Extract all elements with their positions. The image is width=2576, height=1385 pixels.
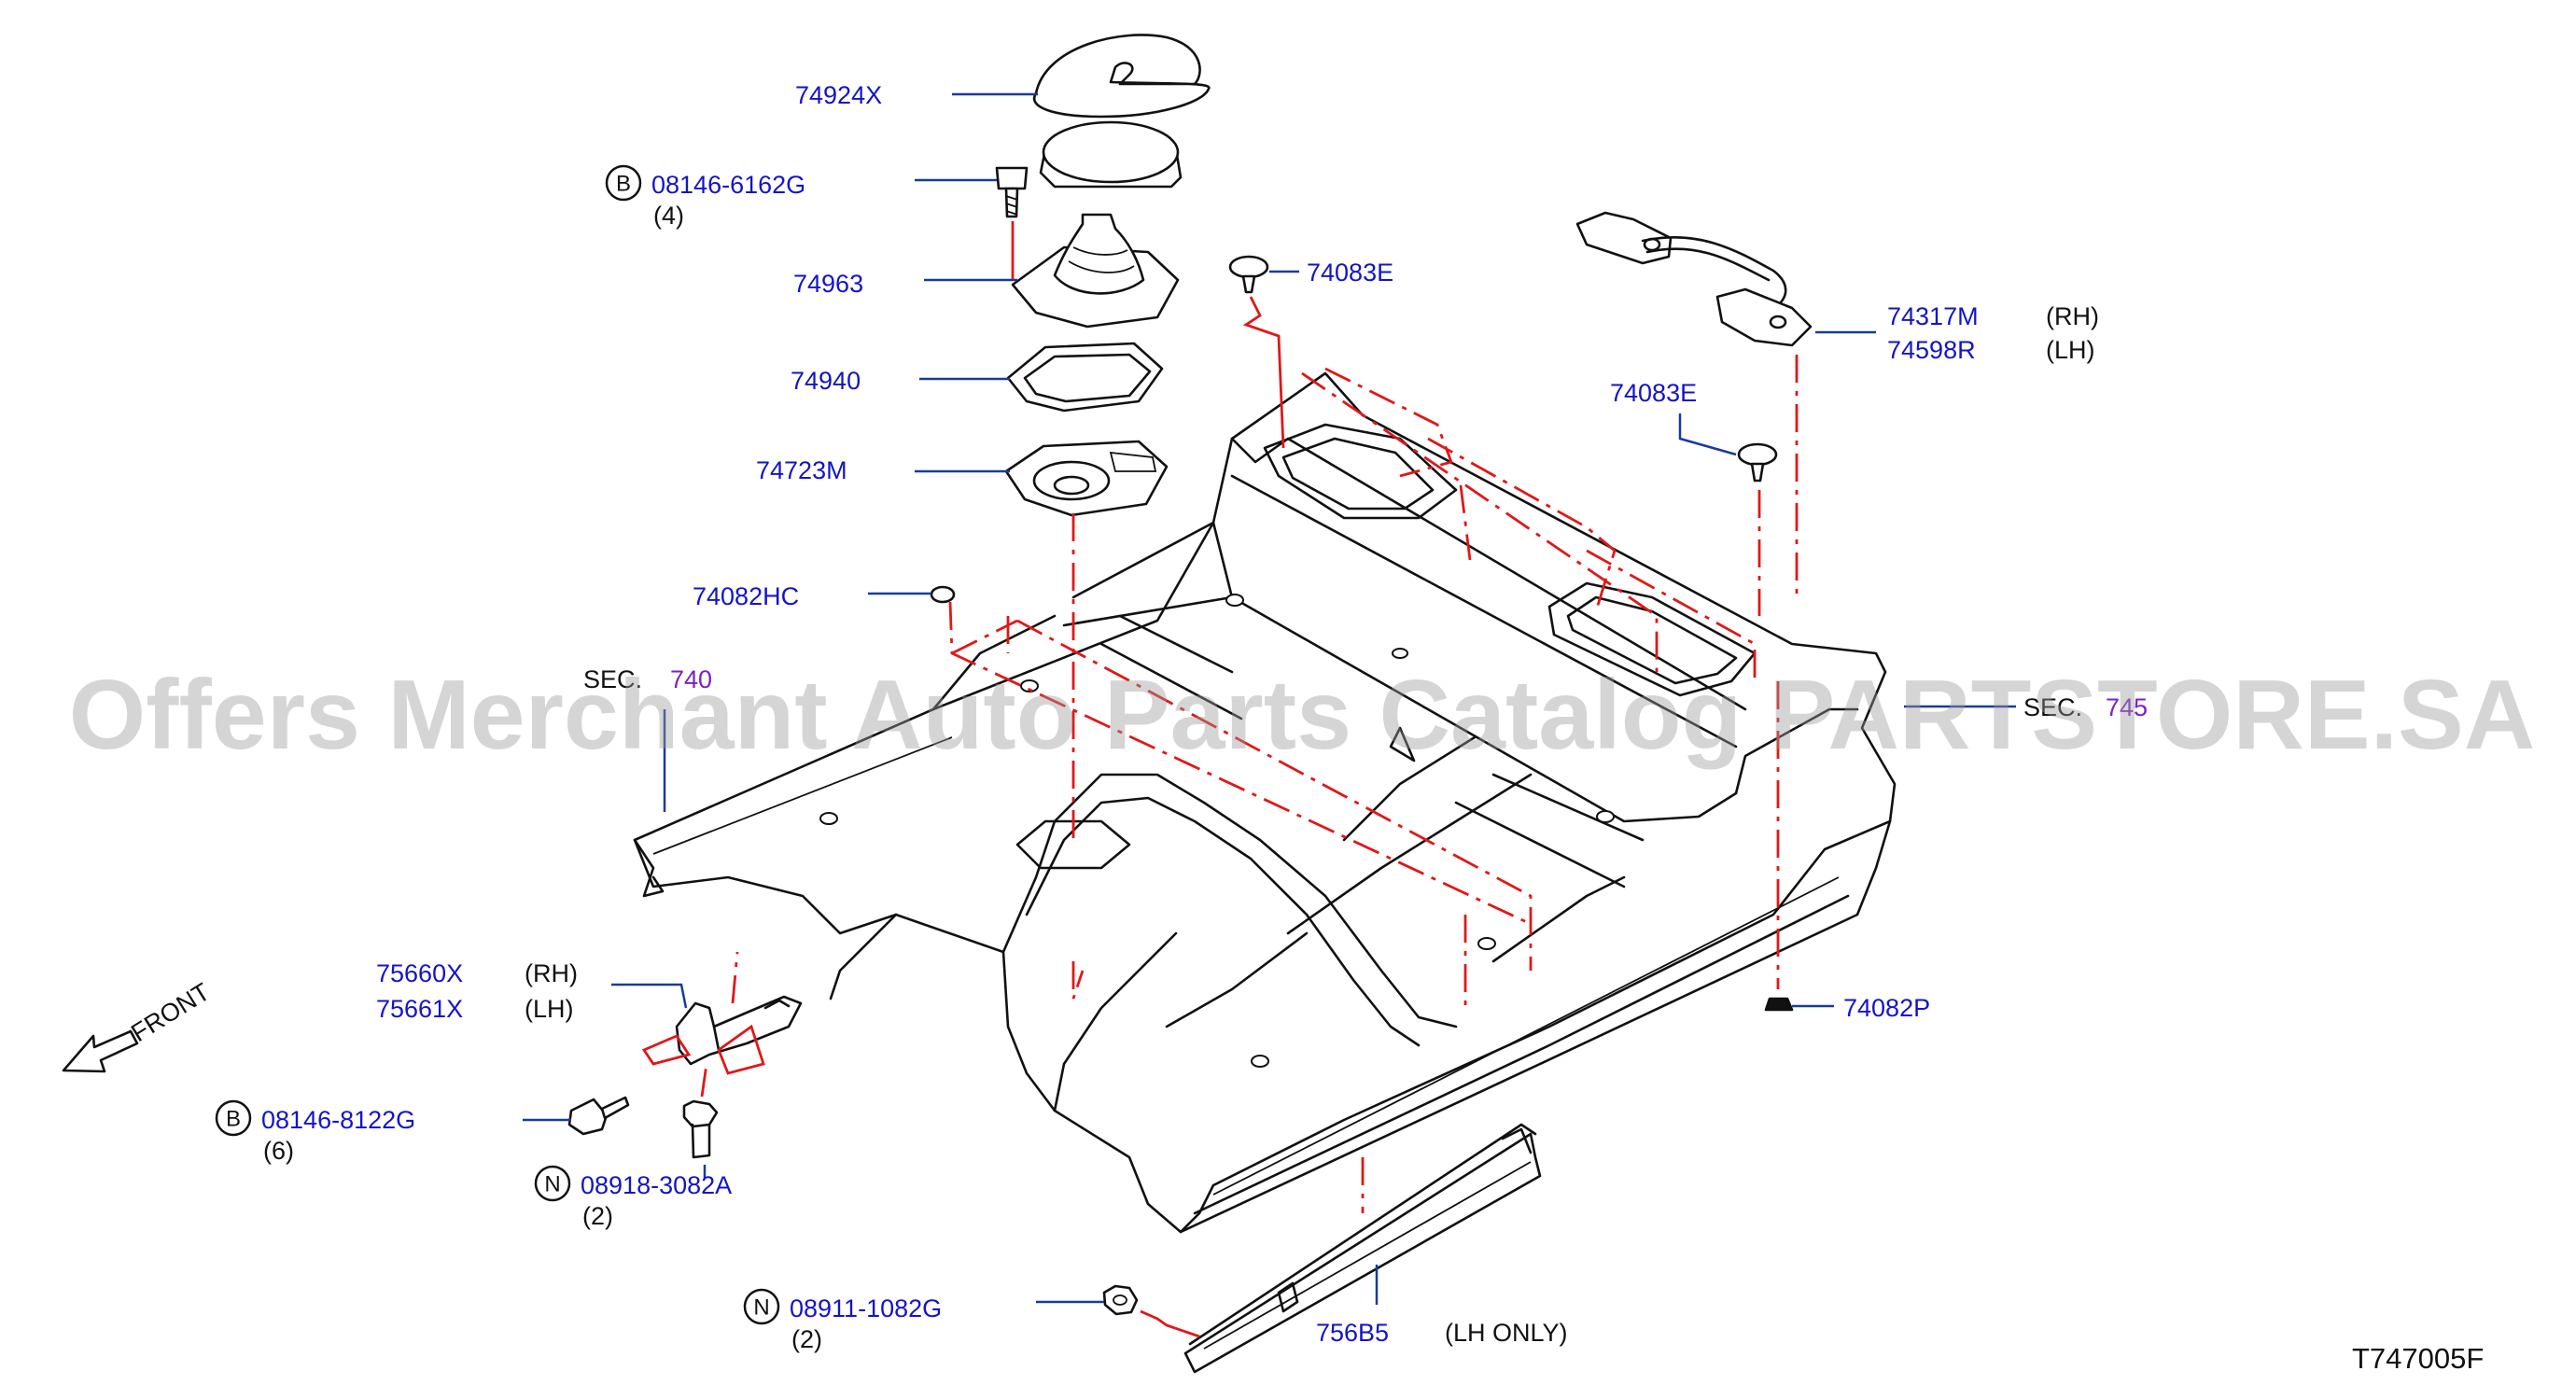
part-74598r-side: (LH) [2046, 336, 2095, 364]
part-74723m-label[interactable]: 74723M [756, 456, 847, 484]
part-74317m-label[interactable]: 74317M [1887, 302, 1979, 330]
part-08146-6162g-qty: (4) [653, 202, 684, 230]
dust-cover-74924x-drawing [1032, 34, 1211, 189]
nut-n-badge-1 [534, 1165, 571, 1202]
section-740-prefix: SEC. [583, 665, 642, 693]
front-direction-arrow: FRONT [62, 977, 215, 1073]
nut-08911-1082g-drawing [1102, 1284, 1139, 1316]
bracket-74317m-drawing [1575, 211, 1813, 347]
part-08918-3082a-label[interactable]: 08918-3082A [581, 1171, 732, 1199]
part-08146-6162g-label[interactable]: 08146-6162G [651, 171, 805, 199]
part-08911-1082g-qty: (2) [791, 1325, 822, 1353]
bolt-b-badge-1-letter: B [616, 172, 631, 197]
part-08146-8122g-label[interactable]: 08146-8122G [261, 1106, 415, 1134]
part-75661x-label[interactable]: 75661X [376, 995, 463, 1023]
grommet-74082hc-drawing [930, 585, 956, 604]
leader-lines [523, 92, 2016, 1305]
clip-74083e-top-drawing [1228, 255, 1269, 294]
bolt-08146-6162g-drawing [995, 166, 1029, 218]
bracket-75660x-drawing [675, 995, 803, 1066]
part-08146-8122g-qty: (6) [263, 1137, 294, 1165]
part-08911-1082g-label[interactable]: 08911-1082G [790, 1294, 942, 1322]
part-756b5-label[interactable]: 756B5 [1316, 1319, 1389, 1347]
nut-n-badge-2-letter: N [753, 1295, 769, 1321]
nut-n-badge-1-letter: N [544, 1172, 560, 1197]
bolt-b-badge-2-letter: B [226, 1107, 241, 1132]
part-74924x-label[interactable]: 74924X [795, 81, 882, 109]
part-74598r-label[interactable]: 74598R [1887, 336, 1976, 364]
floor-panel-drawing [633, 371, 1897, 1234]
nut-08918-3082a-drawing [682, 1099, 719, 1159]
part-75660x-side: (RH) [525, 959, 578, 987]
section-745-prefix: SEC. [2023, 693, 2082, 721]
part-74083e-right-label[interactable]: 74083E [1610, 379, 1697, 407]
part-74963-label[interactable]: 74963 [793, 270, 863, 298]
watermark: Offers Merchant Auto Parts Catalog PARTS… [69, 660, 2536, 770]
shift-boot-74963-drawing [1011, 213, 1180, 329]
part-74940-label[interactable]: 74940 [791, 367, 861, 395]
section-740-link[interactable]: 740 [670, 665, 712, 693]
clip-74083e-right-drawing [1737, 442, 1778, 483]
part-08918-3082a-qty: (2) [582, 1202, 613, 1230]
nut-n-badge-2 [743, 1288, 780, 1325]
part-756b5-note: (LH ONLY) [1445, 1319, 1568, 1347]
assembly-guide-lines [641, 221, 1799, 1338]
part-74082p-label[interactable]: 74082P [1843, 994, 1930, 1022]
bolt-b-badge-1 [605, 164, 642, 202]
part-74083e-top-label[interactable]: 74083E [1307, 259, 1393, 287]
part-74082hc-label[interactable]: 74082HC [693, 582, 799, 610]
front-label: FRONT [126, 977, 215, 1047]
bolt-08146-8122g-drawing [567, 1096, 630, 1136]
plug-74082p-drawing [1764, 997, 1794, 1012]
sill-reinforcement-drawing [1183, 1123, 1542, 1374]
part-labels: 74924X B 08146-6162G (4) 74963 74083E 74… [215, 81, 2484, 1375]
drawing-code: T747005F [2352, 1342, 2484, 1375]
boot-seat-74723m-drawing [1004, 440, 1169, 517]
part-75661x-side: (LH) [525, 995, 574, 1023]
part-74317m-side: (RH) [2046, 302, 2099, 330]
bolt-b-badge-2 [215, 1099, 252, 1137]
part-75660x-label[interactable]: 75660X [376, 959, 463, 987]
section-745-link[interactable]: 745 [2106, 693, 2148, 721]
ring-74940-drawing [1006, 342, 1164, 413]
